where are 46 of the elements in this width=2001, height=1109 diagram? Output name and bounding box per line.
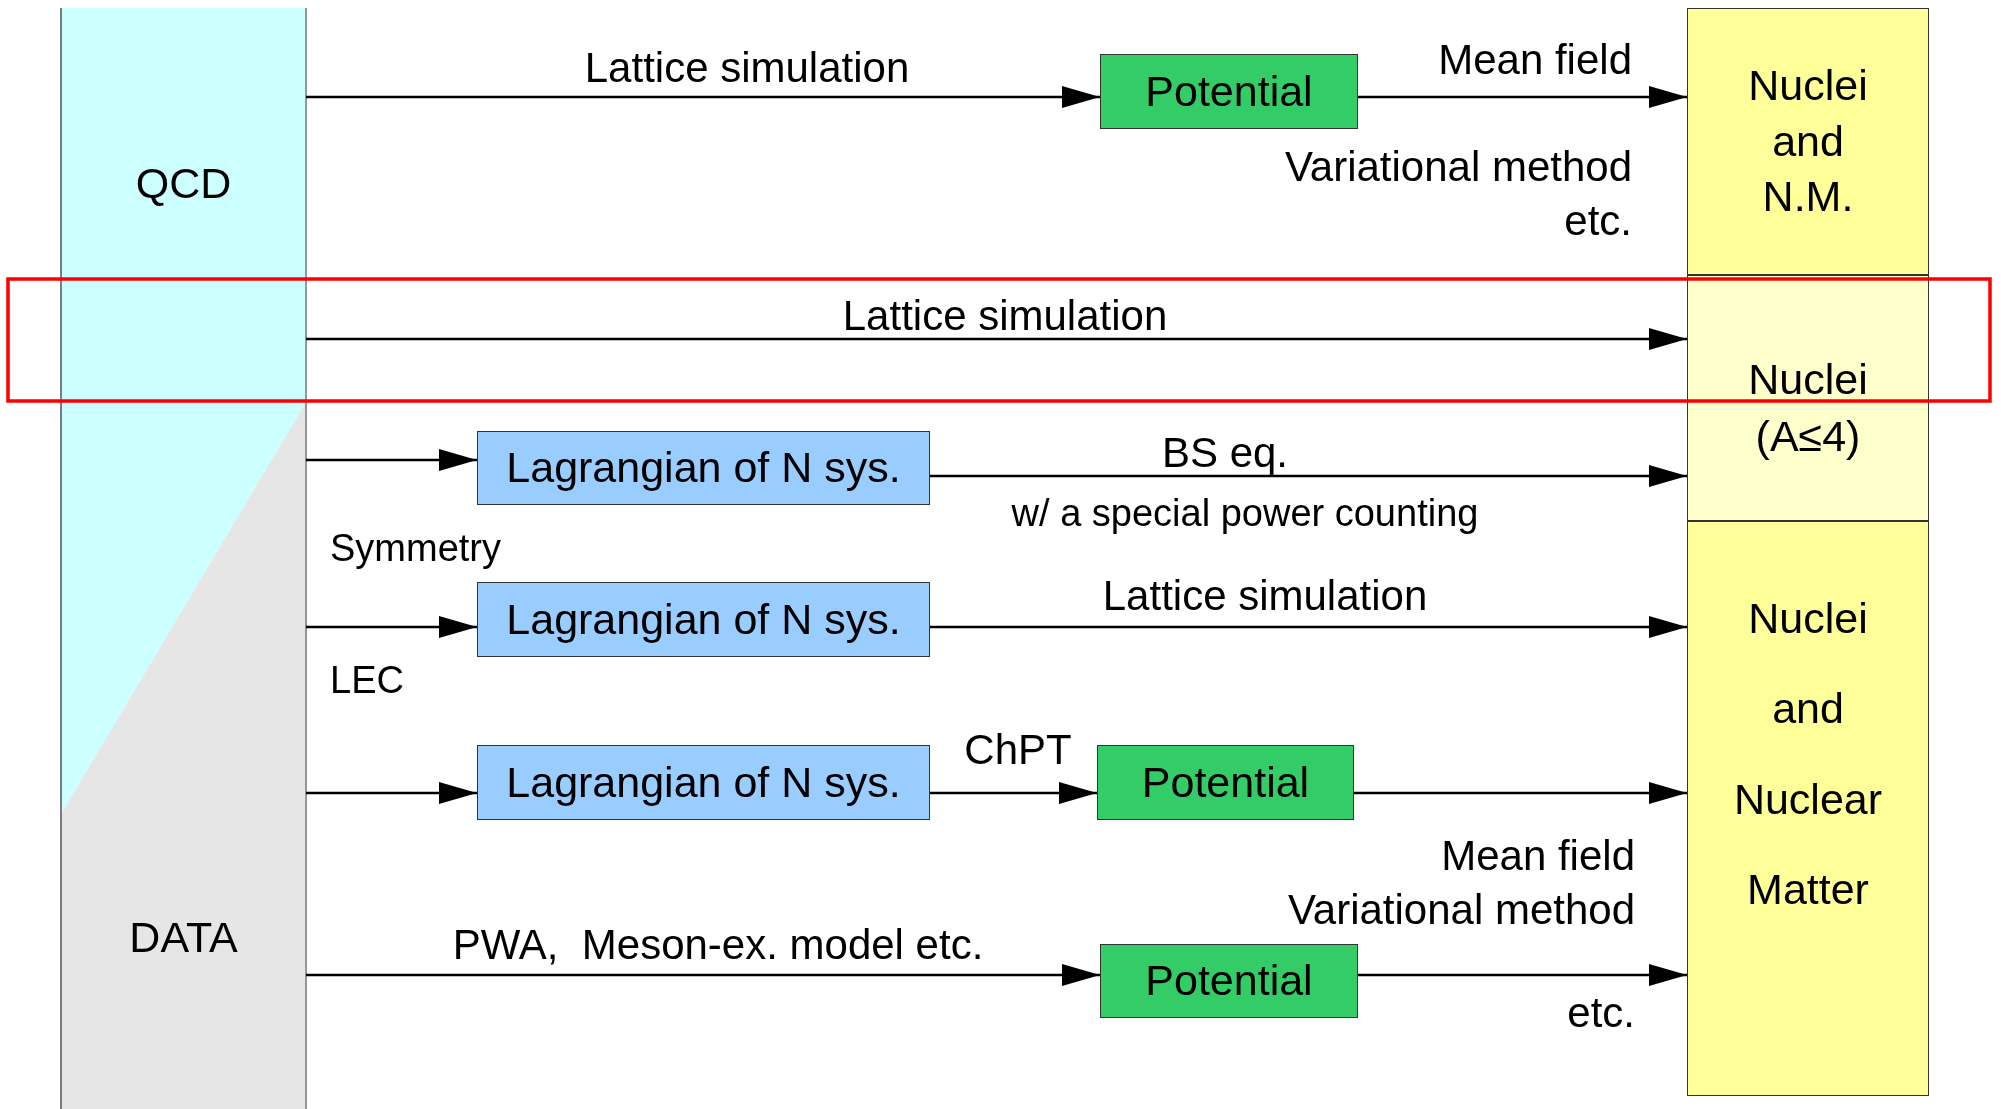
node-label: Nuclei (A≤4)	[1747, 354, 1869, 462]
annotation-text: Variational method	[1287, 889, 1635, 931]
edge-label: PWA, Meson-ex. model etc.	[452, 924, 984, 966]
edge-label: Mean field	[1438, 39, 1632, 81]
annotation-text: Variational method etc.	[1283, 142, 1632, 246]
arrow	[306, 616, 477, 638]
node-label: Nuclei and Nuclear Matter	[1732, 592, 1884, 915]
result-band	[1687, 275, 1929, 521]
edge-label: Lattice simulation	[584, 47, 910, 89]
node-label: Lagrangian of N sys.	[506, 442, 901, 494]
process-box	[1100, 54, 1358, 129]
node-label: Potential	[1145, 65, 1313, 117]
node-label: DATA	[128, 912, 239, 963]
node-label: Potential	[1141, 756, 1310, 808]
edge-label: Lattice simulation	[1102, 575, 1428, 617]
process-box	[477, 431, 930, 505]
edge-label: BS eq.	[1161, 432, 1289, 474]
arrow	[306, 86, 1100, 108]
annotation-text: etc.	[1567, 992, 1635, 1034]
annotation-text: Symmetry	[330, 529, 501, 567]
process-box	[1100, 944, 1358, 1018]
arrow	[930, 782, 1097, 804]
arrow	[306, 449, 477, 471]
arrow	[1354, 782, 1687, 804]
arrow	[306, 964, 1100, 986]
arrow	[306, 328, 1687, 350]
result-band	[1687, 8, 1929, 275]
arrow	[1358, 86, 1687, 108]
edge-label: Lattice simulation	[842, 295, 1168, 337]
arrow	[930, 616, 1687, 638]
annotation-text: Mean field	[1441, 835, 1635, 877]
arrow	[1358, 964, 1687, 986]
annotation-text: LEC	[330, 661, 404, 699]
node-label: QCD	[134, 158, 233, 209]
annotation-text: w/ a special power counting	[1011, 494, 1479, 532]
arrow	[930, 465, 1687, 487]
process-box	[1097, 745, 1354, 820]
process-box	[477, 582, 930, 657]
arrow	[306, 782, 477, 804]
process-box	[477, 745, 930, 820]
node-label: Lagrangian of N sys.	[506, 593, 901, 645]
node-label: Lagrangian of N sys.	[506, 756, 901, 808]
edge-label: ChPT	[964, 729, 1072, 771]
result-band	[1687, 521, 1929, 1096]
node-label: Potential	[1145, 955, 1313, 1007]
node-label: Nuclei and N.M.	[1747, 59, 1869, 223]
